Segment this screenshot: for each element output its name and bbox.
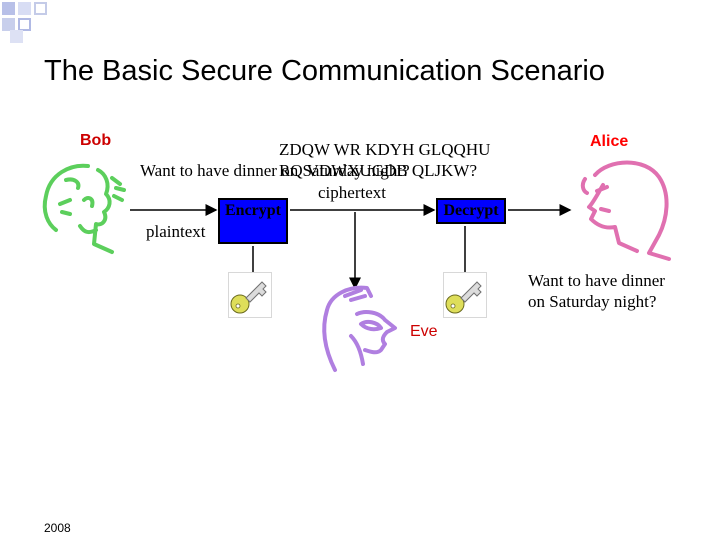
plaintext-label: plaintext xyxy=(146,222,206,241)
alice-face-icon xyxy=(580,160,671,261)
footer-year: 2008 xyxy=(44,521,71,535)
decrypt-label: Decrypt xyxy=(443,202,499,219)
corner-square xyxy=(2,2,15,15)
corner-square xyxy=(10,30,23,43)
received-message-line-2: on Saturday night? xyxy=(528,292,657,311)
encrypt-label: Encrypt xyxy=(225,202,281,219)
corner-square xyxy=(18,2,31,15)
bob-face-icon xyxy=(42,163,126,254)
eve-label: Eve xyxy=(410,323,438,340)
corner-square xyxy=(34,2,47,15)
plaintext-message: Want to have dinner on Saturday night? xyxy=(140,161,410,180)
encrypt-box: Encrypt xyxy=(218,198,288,244)
ciphertext-line-1: ZDQW WR KDYH GLQQHU xyxy=(279,140,491,159)
corner-square xyxy=(18,18,31,31)
decrypt-box: Decrypt xyxy=(436,198,506,224)
encrypt-key-icon xyxy=(228,272,272,318)
corner-square xyxy=(2,18,15,31)
ciphertext-label: ciphertext xyxy=(318,183,386,202)
bob-label: Bob xyxy=(80,132,112,149)
slide-title: The Basic Secure Communication Scenario xyxy=(44,55,605,87)
decrypt-key-icon xyxy=(443,272,487,318)
eve-face-icon xyxy=(322,285,397,372)
ciphertext-line-2: RQ VDWXUGDB QLJKW? xyxy=(279,161,477,180)
corner-decoration xyxy=(0,0,60,45)
received-message-line-1: Want to have dinner xyxy=(528,271,665,290)
alice-label: Alice xyxy=(590,133,629,150)
